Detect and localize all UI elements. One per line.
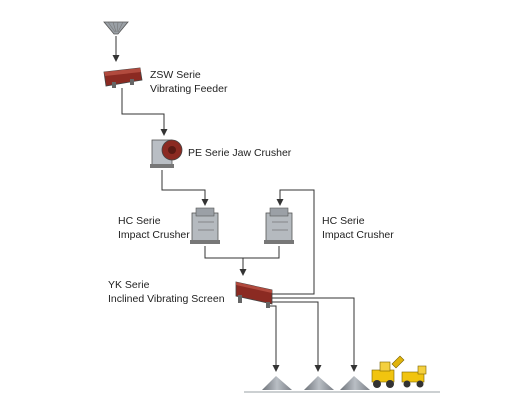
vibrating-screen-icon [235,281,273,308]
stockpile-2 [304,376,334,390]
stockpile-3 [340,376,370,390]
hopper-icon [103,21,129,35]
impact-crusher-left-icon [190,207,220,244]
flow-arrow-output-2 [272,301,322,372]
feeder-label: ZSW Serie Vibrating Feeder [150,68,227,96]
vibrating-feeder-icon [103,67,143,88]
vibrating-screen-label-line1: YK Serie [108,279,150,291]
impact-crusher-right-icon [264,207,294,244]
flow-arrow-output-3 [272,297,358,372]
jaw-crusher-icon [150,139,183,168]
stockpiles [262,376,370,390]
flow-arrow-output-1 [270,305,280,372]
impact-crusher-right-label: HC Serie Impact Crusher [322,214,394,242]
flow-arrow-recirculation [272,189,315,295]
dump-truck-icon [401,365,427,388]
impact-crusher-right-label-line1: HC Serie [322,215,365,227]
flow-arrow-feeder-jaw [121,88,168,136]
wheel-loader-icon [371,355,405,388]
vibrating-screen-label: YK Serie Inclined Vibrating Screen [108,278,225,306]
jaw-crusher-label: PE Serie Jaw Crusher [188,146,291,160]
impact-crusher-left-label-line1: HC Serie [118,215,161,227]
impact-crusher-left-label: HC Serie Impact Crusher [118,214,190,242]
feeder-label-line1: ZSW Serie [150,69,201,81]
jaw-crusher-label-line1: PE Serie Jaw Crusher [188,147,292,159]
feeder-label-line2: Vibrating Feeder [150,83,228,95]
vibrating-screen-label-line2: Inclined Vibrating Screen [108,293,225,305]
stockpile-1 [262,376,292,390]
flow-lines [112,36,358,372]
impact-crusher-right-label-line2: Impact Crusher [322,229,394,241]
impact-crusher-left-label-line2: Impact Crusher [118,229,190,241]
flow-line-impacts-merge [204,246,280,259]
flow-arrow-jaw-impact [161,170,209,206]
